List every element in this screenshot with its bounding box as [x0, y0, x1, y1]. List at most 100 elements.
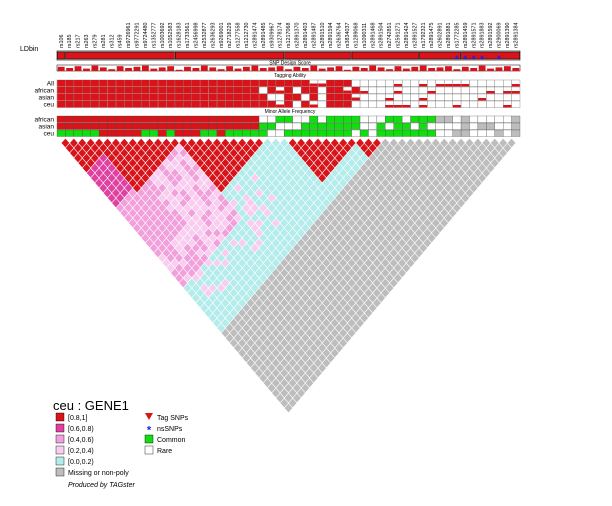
ld-cell [141, 143, 150, 153]
maf-cell [511, 122, 521, 130]
ld-cell [360, 243, 369, 253]
ld-cell [309, 213, 318, 223]
ld-cell [431, 168, 440, 178]
maf-cell [511, 129, 521, 137]
ld-cell [267, 183, 276, 193]
tag-cell-fill [175, 80, 184, 87]
ld-cell [301, 363, 310, 373]
ld-cell [191, 203, 200, 213]
ld-cell [394, 233, 402, 243]
maf-cell [469, 122, 479, 130]
ld-cell [301, 253, 310, 263]
ld-cell [99, 163, 108, 173]
maf-cell [494, 129, 504, 137]
ld-cell [259, 353, 268, 363]
ld-cell [183, 233, 192, 243]
ld-cell [415, 218, 423, 228]
ld-cell [288, 398, 297, 408]
ld-cell [410, 173, 419, 183]
tag-cell [292, 100, 302, 108]
ld-cell [267, 383, 276, 393]
tag-cell-fill [132, 87, 141, 94]
ld-cell [234, 273, 242, 283]
ld-cell [297, 238, 306, 248]
tag-cell [418, 86, 428, 94]
ld-cell [440, 168, 449, 178]
ld-cell [297, 148, 306, 158]
ld-cell [309, 233, 318, 243]
ld-cell [309, 173, 318, 183]
ld-cell [364, 178, 373, 188]
ld-cell [276, 293, 284, 303]
tag-row-label: ceu [44, 102, 55, 109]
ld-cell [415, 158, 423, 168]
tag-cell-fill [343, 90, 352, 94]
tag-cell-fill [267, 80, 276, 87]
ld-cell [293, 313, 301, 323]
ld-cell [385, 183, 394, 193]
ld-cell [347, 158, 356, 168]
ld-cell [385, 243, 394, 253]
ld-cell [196, 238, 205, 248]
tag-cell-fill [343, 94, 352, 101]
maf-cell [250, 129, 260, 137]
ld-cell [170, 198, 179, 208]
ld-cell [478, 143, 487, 153]
ld-cell [301, 193, 310, 203]
tag-cell [477, 100, 487, 108]
ld-cell [276, 163, 284, 173]
ld-cell [116, 203, 125, 213]
maf-cell [216, 115, 226, 123]
tag-cell-fill [242, 80, 251, 87]
ld-cell [330, 338, 339, 348]
maf-cell [90, 122, 100, 130]
ld-cell [293, 173, 301, 183]
ld-cell [133, 163, 141, 173]
ld-cell [255, 238, 263, 248]
tagging-ability-grid [56, 79, 521, 108]
ld-cell [191, 183, 200, 193]
ld-cell [271, 158, 280, 168]
tag-cell-fill [99, 101, 108, 108]
ld-cell [196, 148, 205, 158]
legend-swatch-bin-5 [55, 467, 65, 477]
ld-cell [103, 138, 112, 148]
ld-cell [271, 198, 280, 208]
legend-label-bin-5: Missing or non-poly [68, 470, 129, 477]
design-score-bar [310, 65, 318, 71]
tag-cell-fill [335, 80, 344, 87]
ld-cell [154, 208, 162, 218]
ld-cell [410, 143, 419, 153]
ld-cell [179, 198, 188, 208]
ld-cell [187, 148, 196, 158]
tag-cell-fill [141, 94, 150, 101]
design-score-bar [411, 66, 419, 71]
ld-cell [120, 138, 129, 148]
tag-cell [376, 100, 386, 108]
snp-label: rs2891468 [370, 23, 376, 48]
maf-cell [401, 122, 411, 130]
ld-cell [170, 168, 179, 178]
ld-cell [225, 143, 234, 153]
tag-cell [292, 86, 302, 94]
ld-cell [221, 278, 230, 288]
ld-cell [242, 243, 251, 253]
ld-cell [179, 238, 188, 248]
maf-cell [166, 115, 176, 123]
ld-cell [389, 218, 398, 228]
ld-cell [339, 148, 348, 158]
tag-cell-fill [326, 101, 335, 108]
ld-cell [263, 288, 272, 298]
maf-cell [208, 122, 218, 130]
ld-cell [149, 163, 158, 173]
ld-cell [368, 293, 377, 303]
ld-cell [259, 303, 268, 313]
ld-cell [187, 198, 196, 208]
ld-cell [322, 248, 331, 258]
ld-cell [250, 203, 259, 213]
ld-cell [204, 168, 213, 178]
design-score-bar [285, 69, 292, 71]
tag-cell-fill [99, 80, 108, 87]
ld-cell [158, 153, 167, 163]
ld-cell [225, 283, 234, 293]
